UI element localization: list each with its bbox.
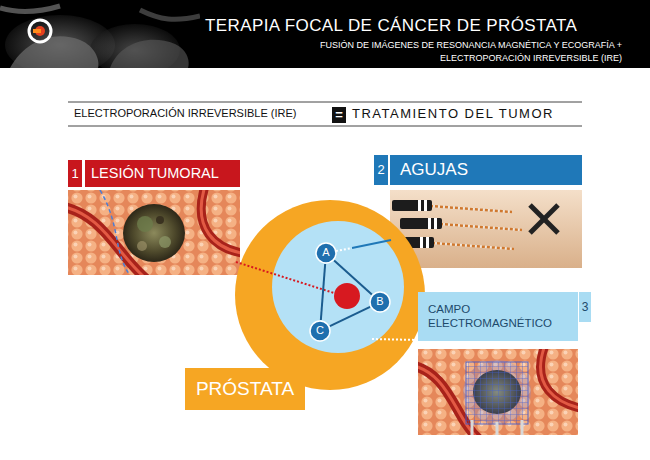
- callout-number: 3: [579, 292, 591, 322]
- node-text: 1: [68, 166, 82, 182]
- section-heading: TRATAMIENTO DEL TUMOR: [352, 107, 554, 120]
- section-band: LESIÓN TUMORAL: [85, 160, 240, 187]
- node-text: 2: [374, 162, 388, 178]
- leader-line: [236, 262, 334, 293]
- field-illustration: [541, 349, 578, 410]
- equals-box: =: [332, 107, 346, 123]
- needle: [418, 200, 421, 211]
- needle: [428, 218, 431, 229]
- field-illustration: [463, 360, 531, 424]
- tumor-illustration: [137, 216, 153, 232]
- leader-line: [236, 240, 418, 340]
- needle: [432, 243, 514, 249]
- xray-thumbnail: [33, 29, 41, 33]
- tumor-illustration: [123, 204, 185, 262]
- section-band: AGUJAS: [390, 155, 582, 185]
- circle-outline: [370, 292, 390, 312]
- needle: [434, 218, 437, 229]
- field-illustration: [418, 349, 578, 435]
- circle-outline: [310, 321, 330, 341]
- field-illustration: [496, 422, 499, 435]
- needle: [426, 237, 429, 248]
- xray-thumbnail: [110, 40, 189, 68]
- section-rule: [68, 102, 582, 103]
- needle: [392, 200, 512, 212]
- section-rule: [68, 126, 582, 127]
- node-text: PRÓSTATA: [185, 378, 305, 401]
- triangle-edge: [334, 260, 372, 294]
- subtitle-text: ELECTROPORACIÓN IRREVERSIBLE (IRE): [250, 54, 622, 63]
- node-text: LESIÓN TUMORAL: [91, 165, 234, 182]
- prostate-schematic: [334, 283, 360, 309]
- needles-illustration: [390, 190, 582, 268]
- node-text: 3: [579, 300, 591, 314]
- xray-thumbnail: [140, 10, 200, 19]
- xray-thumbnail: [0, 6, 200, 68]
- field-illustration: [521, 420, 524, 435]
- tumor-illustration: [137, 241, 147, 251]
- needle-point-circle: A: [315, 242, 337, 264]
- tumor-illustration: [156, 216, 164, 224]
- xray-thumbnail: [10, 36, 98, 68]
- tumor-illustration: [68, 190, 240, 275]
- needle: [424, 200, 427, 211]
- circle-outline: [316, 243, 336, 263]
- leader-line: [336, 248, 352, 251]
- cross-mark: [530, 205, 558, 233]
- needle: [400, 218, 522, 230]
- triangle-edge: [321, 264, 325, 320]
- tumor-illustration: [201, 190, 240, 254]
- needle: [420, 237, 423, 248]
- section-heading: ELECTROPORACIÓN IRREVERSIBLE (IRE): [74, 108, 297, 119]
- tumor-illustration: [201, 190, 240, 254]
- needle-point-circle: B: [369, 291, 391, 313]
- needle: [430, 206, 512, 212]
- node-text: A: [315, 246, 337, 259]
- leader-line: [352, 240, 391, 248]
- xray-thumbnail: [29, 20, 51, 42]
- page-title: TERAPIA FOCAL DE CÁNCER DE PRÓSTATA: [205, 17, 577, 34]
- tumor-illustration: [68, 190, 240, 275]
- section-rule: [68, 102, 582, 126]
- needle: [432, 243, 514, 249]
- node-text: C: [309, 324, 331, 337]
- xray-thumbnail: [0, 6, 60, 12]
- needle: [440, 224, 522, 230]
- needle: [392, 200, 432, 211]
- needles-illustration: [390, 190, 582, 268]
- callout-number: 1: [68, 160, 82, 187]
- prostate-schematic: [272, 221, 404, 353]
- tumor-illustration: [100, 190, 132, 275]
- tumor-illustration: [159, 236, 171, 248]
- cross-mark: [530, 205, 558, 233]
- needle-point-circle: C: [309, 320, 331, 342]
- node-text: =: [332, 107, 346, 123]
- section-band: CAMPO ELECTROMAGNÉTICO: [418, 292, 578, 341]
- triangle-edge: [330, 307, 370, 326]
- prostate-schematic: [235, 200, 425, 390]
- prostate-schematic: [235, 200, 425, 390]
- node-text: CAMPO ELECTROMAGNÉTICO: [428, 303, 568, 331]
- callout-number: 2: [374, 155, 388, 185]
- needle: [400, 218, 442, 229]
- needle: [430, 206, 512, 212]
- field-illustration: [541, 349, 578, 410]
- needle: [440, 224, 522, 230]
- node-text: AGUJAS: [400, 160, 572, 180]
- leader-line: [372, 339, 418, 340]
- field-illustration: [471, 420, 474, 435]
- cross-mark: [530, 205, 558, 233]
- node-text: B: [369, 295, 391, 308]
- label-box: PRÓSTATA: [185, 368, 305, 410]
- subtitle-text: FUSIÓN DE IMÁGENES DE RESONANCIA MAGNÉTI…: [250, 41, 622, 50]
